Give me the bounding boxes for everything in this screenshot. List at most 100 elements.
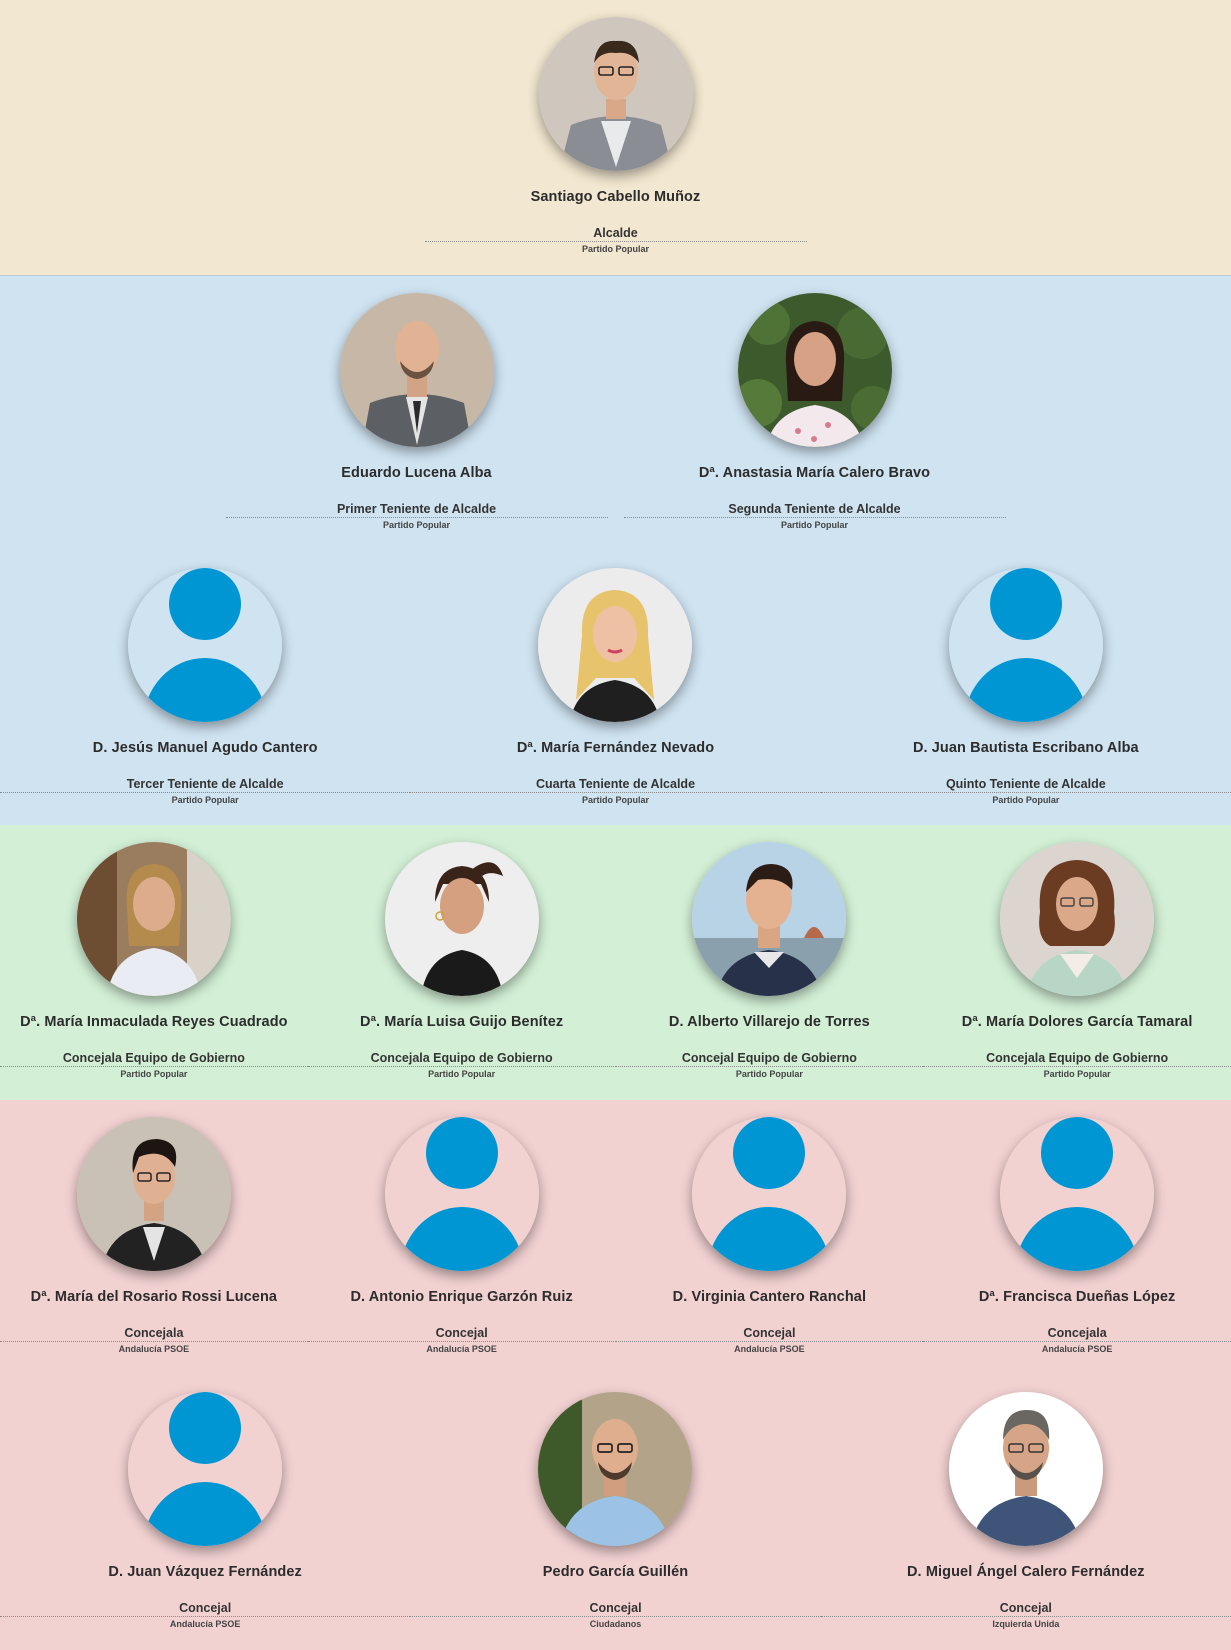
avatar-placeholder-icon[interactable] <box>384 1117 539 1271</box>
member-party: Andalucía PSOE <box>118 1344 190 1354</box>
member-name: D. Antonio Enrique Garzón Ruiz <box>350 1289 573 1305</box>
member-role: Concejal Equipo de Gobierno <box>681 1051 857 1065</box>
role-divider <box>410 1616 821 1617</box>
member-role: Alcalde <box>593 226 638 240</box>
member-name: Dª. María del Rosario Rossi Lucena <box>30 1289 278 1305</box>
member-party: Izquierda Unida <box>992 1619 1060 1629</box>
member-photo[interactable] <box>948 1392 1103 1546</box>
member-role: Concejala Equipo de Gobierno <box>370 1051 553 1065</box>
member-party: Partido Popular <box>120 1069 188 1079</box>
member-party: Partido Popular <box>428 1069 496 1079</box>
member-party: Partido Popular <box>992 795 1060 805</box>
role-divider <box>410 792 821 793</box>
member-role: Concejala Equipo de Gobierno <box>62 1051 245 1065</box>
role-divider <box>615 1066 924 1067</box>
member-name: D. Juan Bautista Escribano Alba <box>912 740 1139 756</box>
avatar-placeholder-icon[interactable] <box>128 568 283 722</box>
member-name: Pedro García Guillén <box>542 1564 689 1580</box>
role-divider <box>225 517 608 518</box>
member-role: Segunda Teniente de Alcalde <box>728 502 901 516</box>
member-party: Partido Popular <box>382 520 450 530</box>
role-divider <box>820 1616 1231 1617</box>
member-party: Partido Popular <box>735 1069 803 1079</box>
member-party: Andalucía PSOE <box>426 1344 497 1354</box>
member-role: Primer Teniente de Alcalde <box>336 502 497 516</box>
member-party: Partido Popular <box>1043 1069 1111 1079</box>
member-role: Concejal <box>999 1601 1052 1615</box>
member-photo[interactable] <box>76 842 231 996</box>
role-divider <box>820 792 1231 793</box>
member-name: Santiago Cabello Muñoz <box>530 189 701 205</box>
role-divider <box>0 1616 411 1617</box>
member-photo[interactable] <box>1000 842 1155 996</box>
avatar-placeholder-icon[interactable] <box>948 568 1103 722</box>
role-divider <box>424 241 807 242</box>
member-photo[interactable] <box>384 842 539 996</box>
role-divider <box>0 1066 308 1067</box>
member-role: Concejal <box>435 1326 488 1340</box>
role-divider <box>0 1341 308 1342</box>
member-name: D. Alberto Villarejo de Torres <box>668 1014 870 1030</box>
member-name: D. Juan Vázquez Fernández <box>108 1564 302 1580</box>
member-name: Dª. María Inmaculada Reyes Cuadrado <box>20 1014 288 1030</box>
member-party: Andalucía PSOE <box>734 1344 805 1354</box>
member-name: D. Miguel Ángel Calero Fernández <box>906 1564 1145 1580</box>
role-divider <box>307 1066 616 1067</box>
member-photo[interactable] <box>538 568 693 722</box>
role-divider <box>923 1341 1231 1342</box>
member-party: Andalucía PSOE <box>1041 1344 1113 1354</box>
role-divider <box>623 517 1006 518</box>
member-role: Concejala <box>1047 1326 1107 1340</box>
member-role: Concejala Equipo de Gobierno <box>986 1051 1169 1065</box>
member-party: Andalucía PSOE <box>169 1619 241 1629</box>
member-role: Concejal <box>743 1326 796 1340</box>
role-divider <box>307 1341 616 1342</box>
member-photo[interactable] <box>692 842 847 996</box>
avatar-placeholder-icon[interactable] <box>1000 1117 1155 1271</box>
member-name: Eduardo Lucena Alba <box>341 465 492 481</box>
member-role: Tercer Teniente de Alcalde <box>126 777 284 791</box>
member-photo[interactable] <box>538 1392 693 1546</box>
member-role: Concejala <box>124 1326 184 1340</box>
member-role: Concejal <box>179 1601 232 1615</box>
avatar-placeholder-icon[interactable] <box>692 1117 847 1271</box>
member-party: Partido Popular <box>581 795 649 805</box>
member-photo[interactable] <box>76 1117 231 1271</box>
member-name: D. Jesús Manuel Agudo Cantero <box>92 740 318 756</box>
member-photo[interactable] <box>339 293 494 447</box>
role-divider <box>923 1066 1231 1067</box>
member-role: Cuarta Teniente de Alcalde <box>535 777 696 791</box>
member-name: Dª. María Dolores García Tamaral <box>961 1014 1193 1030</box>
avatar-placeholder-icon[interactable] <box>128 1392 283 1546</box>
member-party: Partido Popular <box>581 244 649 254</box>
member-photo[interactable] <box>737 293 892 447</box>
member-name: Dª. María Fernández Nevado <box>516 740 715 756</box>
member-role: Quinto Teniente de Alcalde <box>945 777 1106 791</box>
member-photo[interactable] <box>538 17 693 171</box>
